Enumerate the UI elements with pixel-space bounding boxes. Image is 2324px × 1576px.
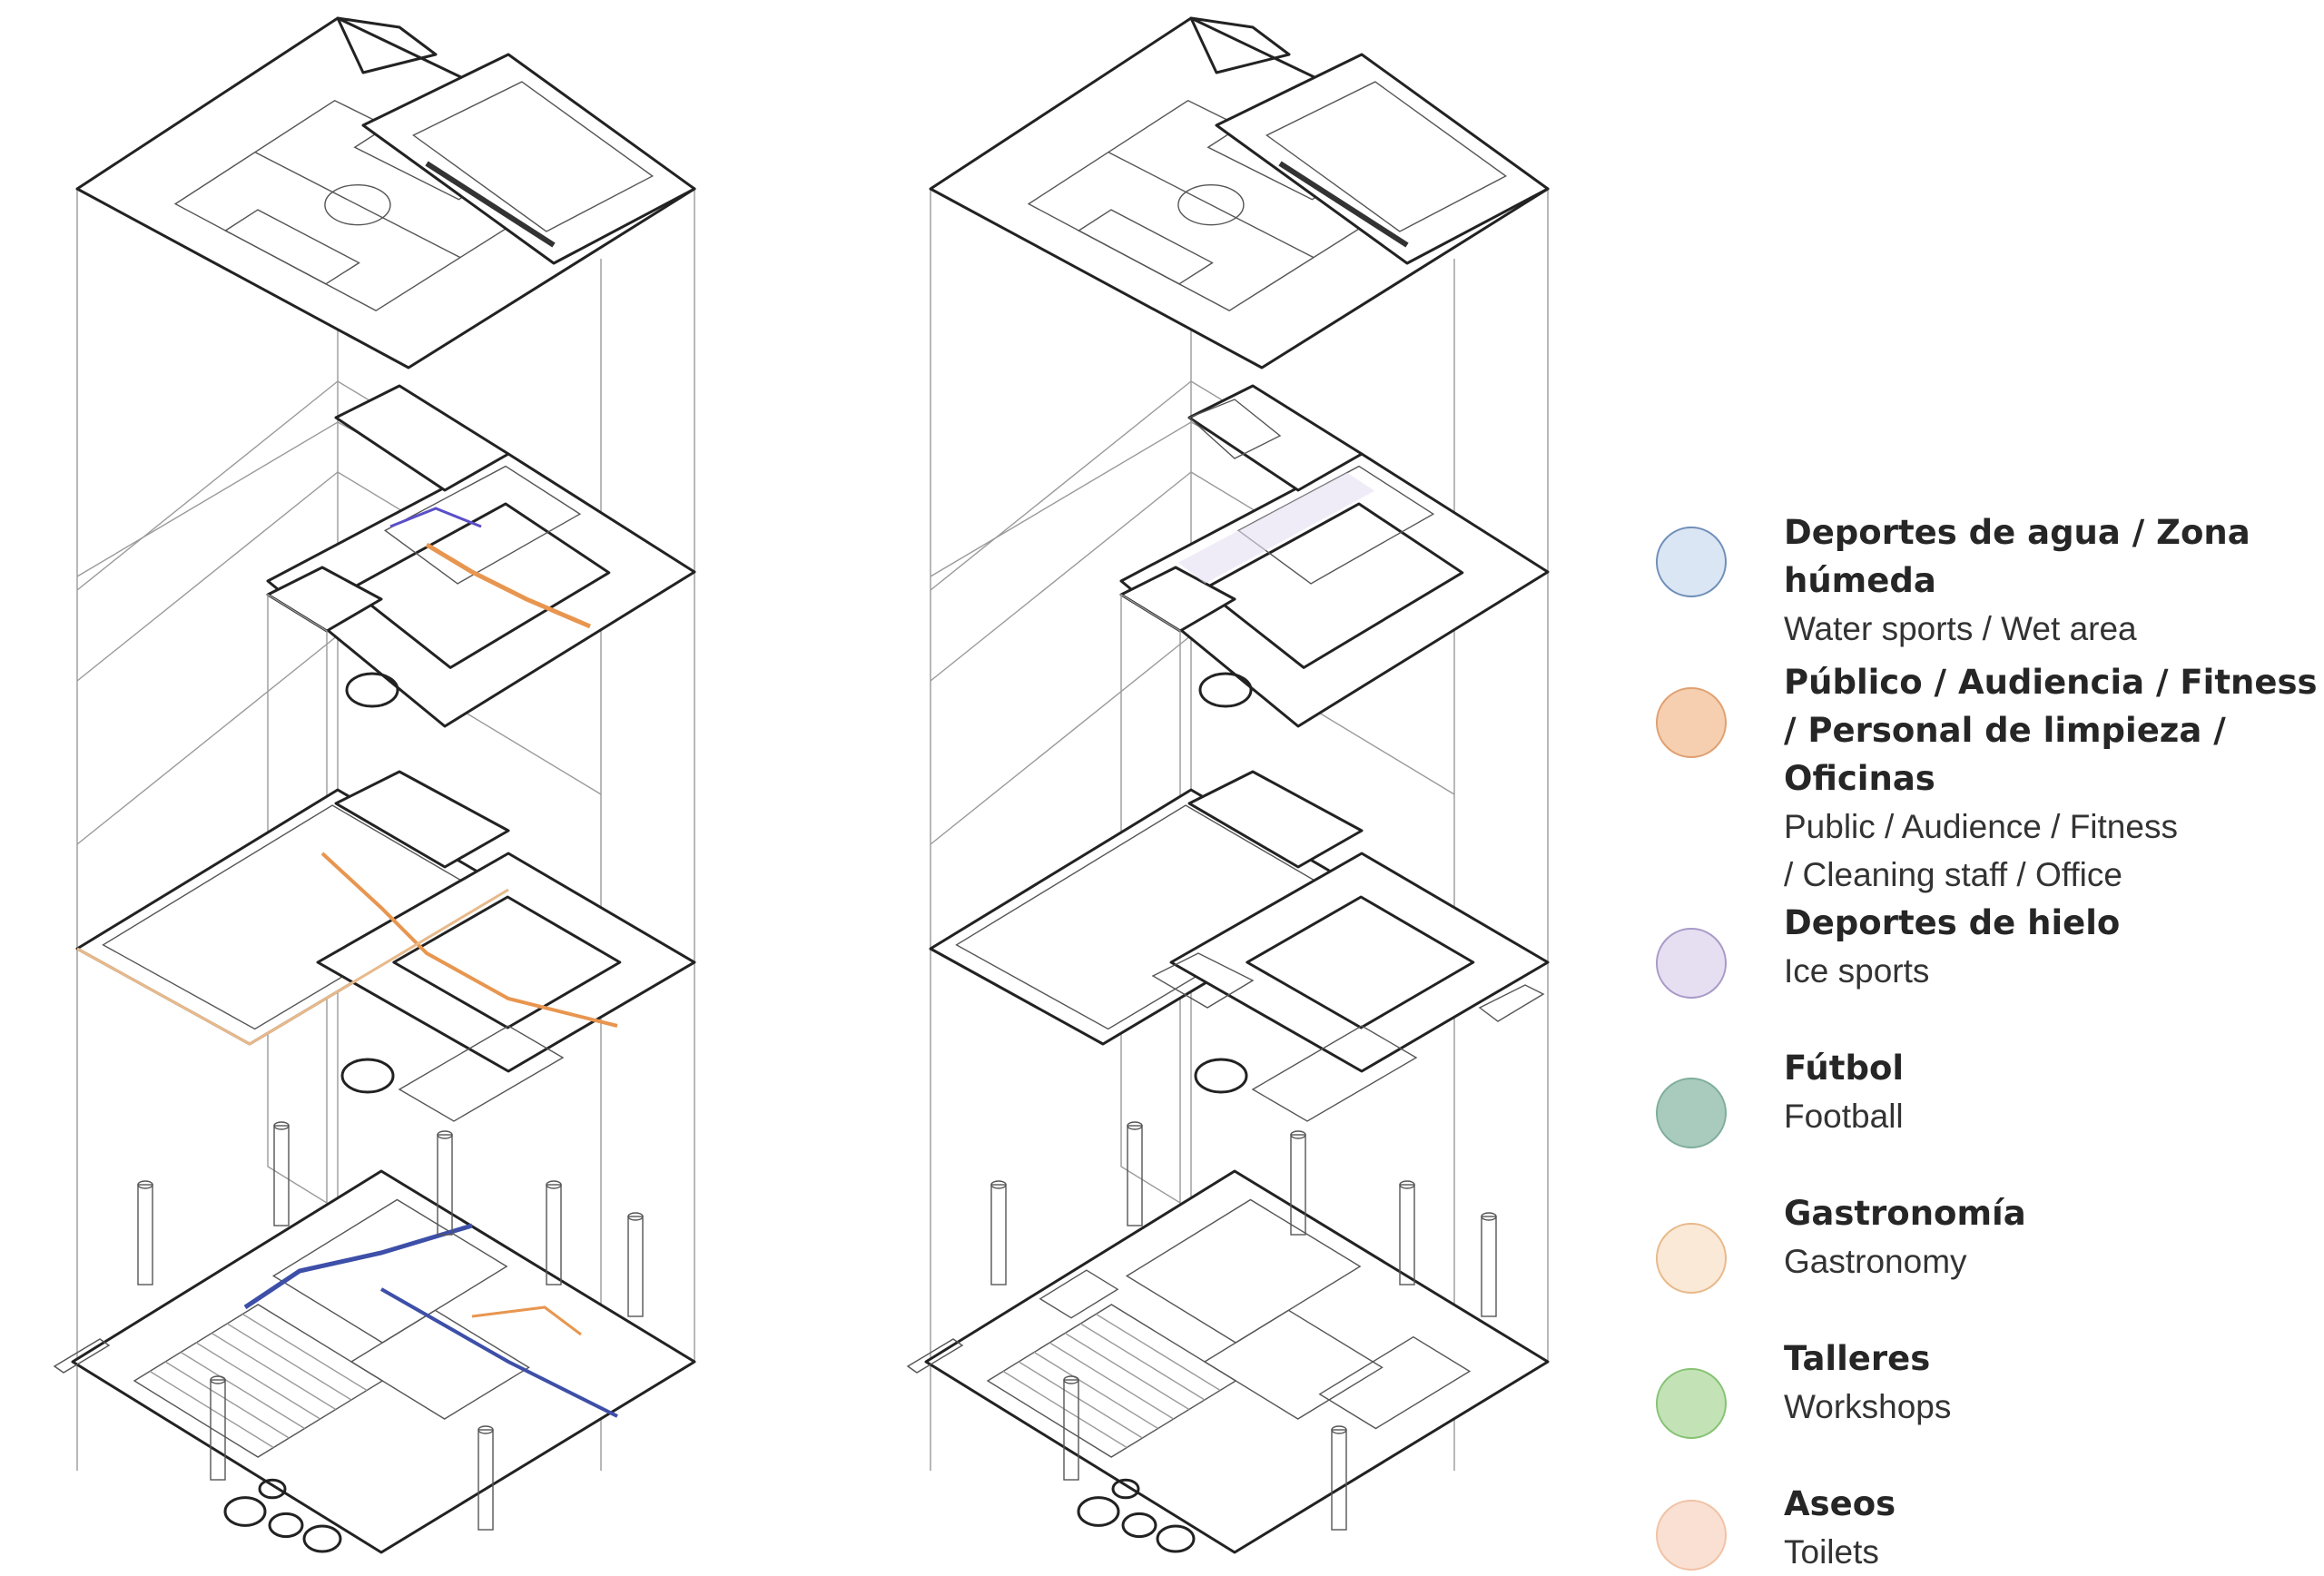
- legend-label-en: Ice sports: [1784, 952, 1930, 990]
- legend-label-es: Deportes de agua / Zona húmeda: [1784, 513, 2250, 600]
- level-ground-water: [906, 1121, 1550, 1554]
- level-football: [75, 16, 696, 369]
- legend-swatch: [1656, 527, 1727, 597]
- level-public: [929, 770, 1550, 1122]
- legend-swatch: [1656, 1368, 1727, 1439]
- legend-label-en: Public / Audience / Fitness / Cleaning s…: [1784, 808, 2178, 893]
- legend-label-en: Gastronomy: [1784, 1243, 1967, 1280]
- legend-swatch: [1656, 1500, 1727, 1571]
- legend-label-en: Workshops: [1784, 1388, 1952, 1425]
- legend-swatch: [1656, 1078, 1727, 1148]
- legend-label-en: Toilets: [1784, 1533, 1879, 1571]
- level-ice: [266, 384, 696, 1205]
- level-ground-water: [53, 1121, 696, 1554]
- legend-label-es: Gastronomía: [1784, 1194, 2026, 1233]
- legend-swatch: [1656, 687, 1727, 758]
- axonometric-diagrams: [53, 16, 1550, 1554]
- legend-swatch: [1656, 928, 1727, 999]
- legend-text: Público / Audiencia / Fitness / Personal…: [1784, 658, 2319, 899]
- legend-label-en: Football: [1784, 1098, 1904, 1135]
- level-public: [75, 770, 696, 1122]
- legend-swatch: [1656, 1223, 1727, 1294]
- level-ice: [1119, 384, 1550, 1205]
- axonometric-line-drawing: [53, 16, 696, 1554]
- axonometric-zoning-drawing: [906, 16, 1550, 1554]
- legend-label-es: Deportes de hielo: [1784, 903, 2121, 942]
- legend-label-es: Aseos: [1784, 1484, 1896, 1523]
- level-football: [929, 16, 1550, 369]
- legend-label-en: Water sports / Wet area: [1784, 610, 2137, 647]
- legend-label-es: Talleres: [1784, 1339, 1931, 1378]
- legend-label-es: Fútbol: [1784, 1049, 1905, 1088]
- legend-label-es: Público / Audiencia / Fitness / Personal…: [1784, 663, 2318, 798]
